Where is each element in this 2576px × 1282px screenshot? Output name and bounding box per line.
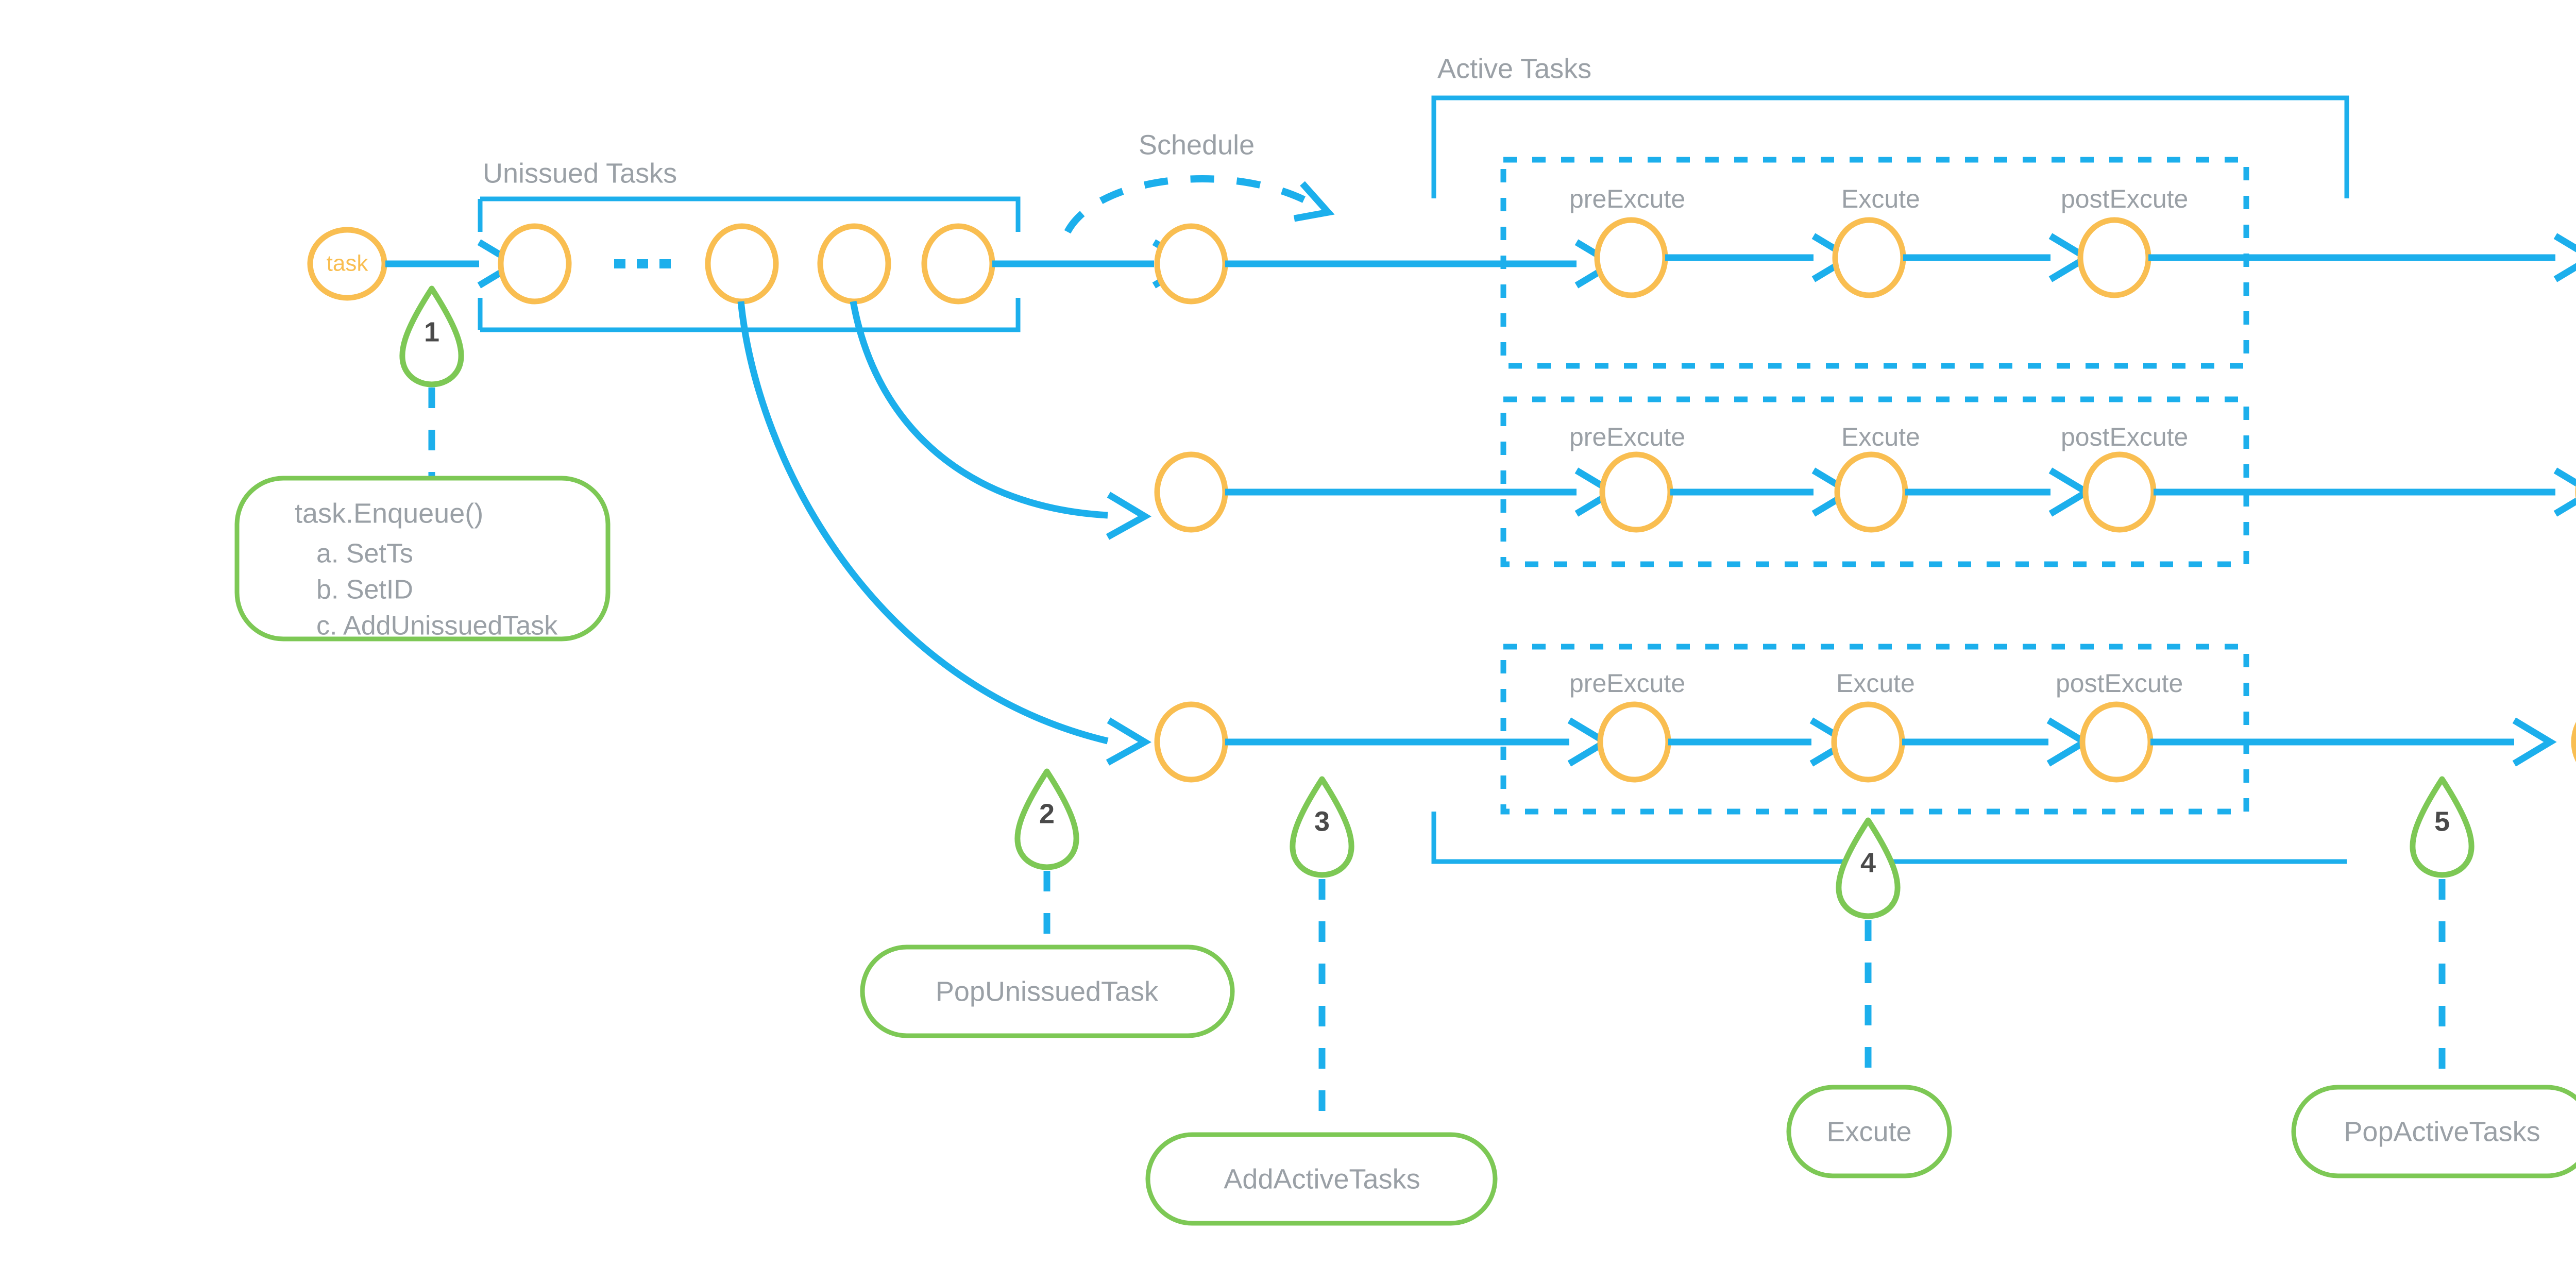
unissued-tasks-bracket-bottom [478, 298, 1021, 332]
callout-enqueue-line-2: a. SetTs [316, 539, 413, 569]
row3-stage-label-preexcute: preExcute [1569, 669, 1685, 698]
edge-queue3-to-row2-arrow [1106, 492, 1151, 540]
callout-enqueue-line-3: b. SetID [316, 575, 413, 605]
active-tasks-bracket-top [1431, 95, 2349, 198]
callout-box-pop-active[interactable] [2291, 1085, 2576, 1178]
callout-excute-label: Excute [1826, 1116, 1911, 1147]
active-tasks-bracket-bottom [1431, 812, 2347, 864]
queue-ellipsis-dot-3 [659, 259, 671, 268]
row1-node-preexcute[interactable] [1594, 217, 1668, 298]
section-label-unissued-tasks: Unissued Tasks [483, 158, 677, 189]
unissued-tasks-bracket-top [478, 196, 1021, 232]
marker-label-1: 1 [424, 316, 439, 347]
row1-node-postexcute[interactable] [2077, 217, 2151, 298]
row3-node-postexcute[interactable] [2079, 701, 2154, 783]
callout-enqueue-line-4: c. AddUnissuedTask [316, 611, 558, 641]
section-label-schedule: Schedule [1139, 129, 1255, 160]
callout-add-active-label: AddActiveTasks [1224, 1163, 1420, 1194]
row1-pipeline-box [1500, 157, 2249, 369]
node-task-label: task [327, 251, 369, 276]
row1-node-excute[interactable] [1832, 217, 1906, 298]
row2-node-postexcute[interactable] [2082, 451, 2157, 533]
edge-queue2-to-row3-arrow [1106, 717, 1151, 766]
row1-arrow-end [2553, 233, 2576, 282]
row3-hub-node[interactable] [1154, 701, 1228, 783]
queue-node-4[interactable] [921, 223, 995, 305]
row3-arrow-end [2512, 717, 2557, 767]
row3-node-preexcute[interactable] [1597, 701, 1671, 783]
edge-queue3-to-row2 [850, 300, 1108, 519]
marker-pin-1[interactable] [399, 285, 464, 387]
callout-box-pop-unissued[interactable] [860, 944, 1235, 1038]
row2-pipeline-box [1500, 396, 2249, 567]
row2-arrow-post [2048, 467, 2093, 517]
queue-node-2[interactable] [705, 223, 779, 305]
row3-stage-label-excute: Excute [1836, 669, 1915, 698]
node-task[interactable] [307, 227, 387, 301]
marker-label-5: 5 [2434, 806, 2450, 837]
row1-stage-label-postexcute: postExcute [2061, 184, 2188, 213]
queue-ellipsis-dot-1 [614, 259, 625, 268]
callout-enqueue-line-1: task.Enqueue() [295, 498, 483, 529]
schedule-arrow-head [1293, 181, 1335, 222]
row2-node-excute[interactable] [1834, 451, 1908, 533]
row2-arrow-end [2553, 467, 2576, 517]
queue-node-1[interactable] [498, 223, 572, 305]
row3-node-terminal[interactable] [2571, 704, 2576, 780]
callout-pop-active-label: PopActiveTasks [2344, 1116, 2540, 1147]
callout-box-excute[interactable] [1786, 1085, 1952, 1178]
marker-label-3: 3 [1314, 806, 1330, 837]
marker-label-2: 2 [1039, 798, 1055, 829]
marker-pin-2[interactable] [1014, 768, 1079, 870]
marker-label-4: 4 [1860, 847, 1876, 878]
row2-stage-label-preexcute: preExcute [1569, 423, 1685, 451]
queue-node-3[interactable] [817, 223, 891, 305]
row3-pipeline-box [1500, 644, 2249, 815]
row3-stage-label-postexcute: postExcute [2056, 669, 2183, 698]
row1-stage-label-excute: Excute [1841, 184, 1920, 213]
callout-pop-unissued-label: PopUnissuedTask [936, 976, 1159, 1007]
callout-box-add-active[interactable] [1145, 1132, 1498, 1226]
row2-node-preexcute[interactable] [1599, 451, 1673, 533]
callout-box-enqueue[interactable] [234, 476, 611, 642]
marker-pin-5[interactable] [2410, 776, 2475, 878]
queue-ellipsis-dot-2 [637, 259, 648, 268]
row2-hub-node[interactable] [1154, 451, 1228, 533]
row3-node-excute[interactable] [1831, 701, 1905, 783]
marker-pin-3[interactable] [1290, 776, 1354, 878]
row3-arrow-post [2046, 717, 2091, 767]
edge-queue2-to-row3 [737, 301, 1109, 745]
marker-pin-4[interactable] [1836, 817, 1901, 919]
row1-stage-label-preexcute: preExcute [1569, 184, 1685, 213]
row1-hub-node[interactable] [1154, 223, 1228, 305]
row2-stage-label-postexcute: postExcute [2061, 423, 2188, 451]
section-label-active-tasks: Active Tasks [1437, 53, 1591, 84]
row2-stage-label-excute: Excute [1841, 423, 1920, 451]
